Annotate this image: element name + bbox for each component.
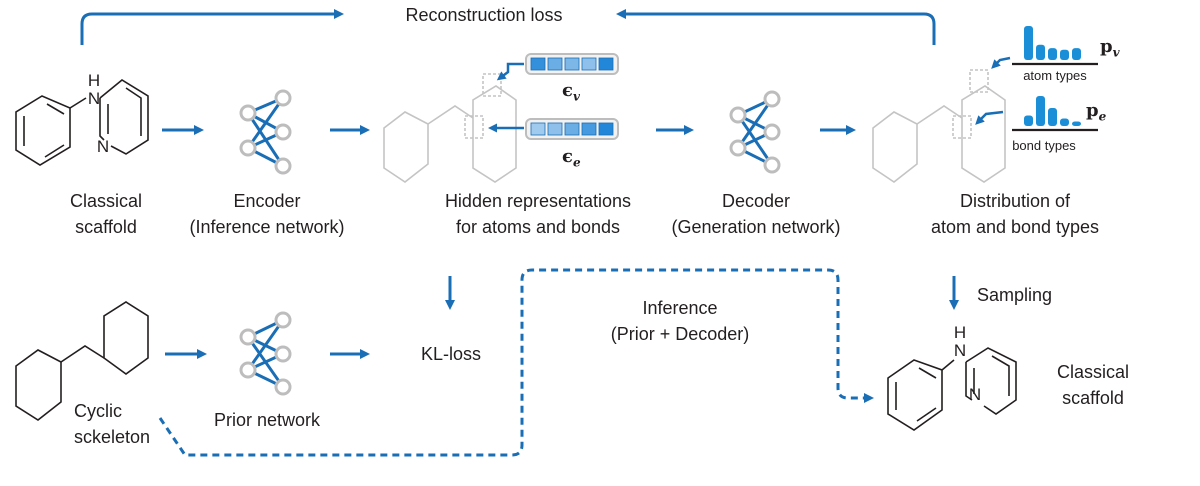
histogram-bar — [1024, 26, 1033, 60]
noise-vector-cell — [581, 57, 597, 71]
atom-types-histogram — [1012, 26, 1098, 66]
reconstruction-loss-label: Reconstruction loss — [405, 5, 563, 25]
noise-vector-cell — [530, 122, 546, 136]
distribution-skeleton — [872, 69, 1006, 183]
noise-vector-v — [525, 53, 619, 75]
sampling-label: Sampling — [977, 285, 1053, 305]
noise-vector-cell — [598, 122, 614, 136]
bond-types-histogram — [1012, 96, 1098, 132]
reconstruction-loss-connector — [80, 9, 936, 45]
histogram-bar — [1024, 115, 1033, 126]
encoder-label: Encoder(Inference network) — [189, 191, 345, 237]
kl-loss-label: KL-loss — [420, 344, 482, 364]
bond-types-label: bond types — [1012, 138, 1076, 153]
inference-label: Inference(Prior + Decoder) — [610, 298, 750, 344]
ring-nitrogen-atom-label: N — [96, 137, 110, 156]
noise-vector-cell — [598, 57, 614, 71]
epsilon-v-symbol: ϵv — [562, 80, 580, 104]
noise-vector-cell — [581, 122, 597, 136]
prior-network-label: Prior network — [213, 410, 321, 430]
noise-vector-cell — [564, 57, 580, 71]
histogram-bar — [1072, 48, 1081, 60]
histogram-bar — [1036, 96, 1045, 126]
cyclic-skeleton-molecule — [15, 301, 149, 421]
noise-vector-e — [525, 118, 619, 140]
p-e-symbol: pe — [1086, 100, 1107, 124]
noise-vector-cell — [547, 57, 563, 71]
histogram-bar — [1072, 121, 1081, 126]
output-ring-nitrogen-atom-label: N — [968, 385, 982, 404]
noise-vector-cell — [564, 122, 580, 136]
decoder-network-icon — [729, 90, 781, 174]
atom-types-label: atom types — [1023, 68, 1087, 83]
inference-path — [158, 268, 874, 457]
histogram-bar — [1048, 48, 1057, 60]
p-v-symbol: pv — [1100, 36, 1120, 60]
classical-scaffold-molecule — [15, 79, 149, 166]
noise-injection-arrows — [488, 62, 524, 133]
noise-vector-cell — [547, 122, 563, 136]
nitrogen-atom-label: N — [87, 89, 101, 108]
histogram-bar — [1060, 49, 1069, 60]
decoder-label: Decoder(Generation network) — [671, 191, 841, 237]
output-scaffold-molecule — [887, 347, 1017, 431]
output-hydrogen-atom-label: H — [953, 323, 967, 342]
hidden-representation-skeleton — [383, 73, 517, 183]
histogram-bar — [1036, 44, 1045, 60]
hydrogen-atom-label: H — [87, 71, 101, 90]
histogram-bar — [1060, 118, 1069, 126]
noise-vector-cell — [530, 57, 546, 71]
flow-arrows-bottom — [165, 276, 959, 359]
histogram-bar — [1048, 108, 1057, 126]
epsilon-e-symbol: ϵe — [562, 146, 581, 170]
distribution-pointer-arrows — [975, 56, 1011, 125]
prior-network-icon — [239, 311, 292, 396]
output-nitrogen-atom-label: N — [953, 341, 967, 360]
encoder-network-icon — [239, 89, 292, 175]
